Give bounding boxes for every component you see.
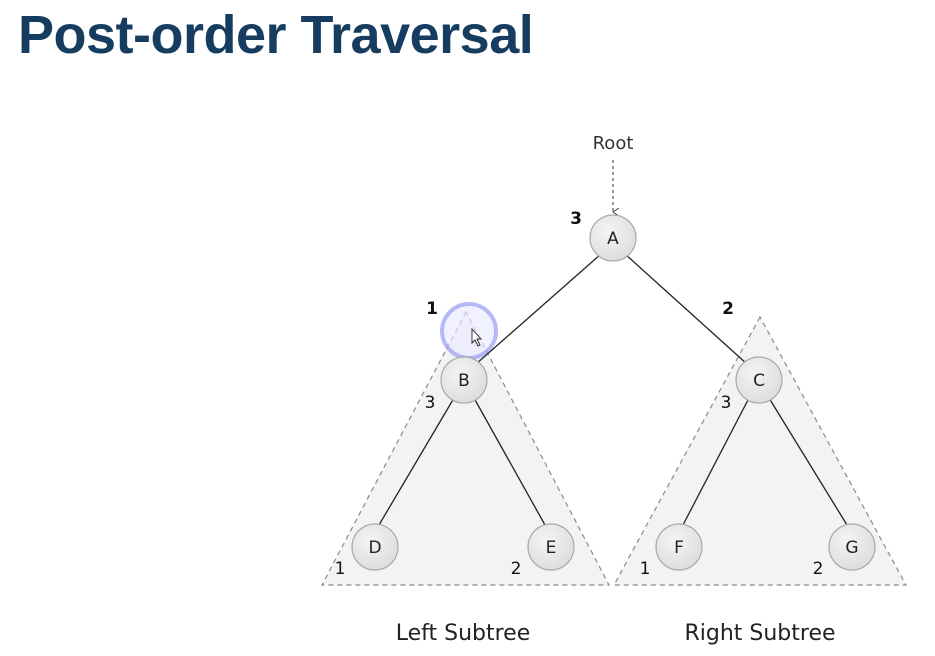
node-f-label: F bbox=[674, 538, 684, 558]
order-number-g: 2 bbox=[813, 559, 824, 579]
node-a-label: A bbox=[607, 229, 619, 249]
node-b-label: B bbox=[458, 371, 470, 391]
edge-a-c bbox=[624, 253, 748, 365]
left-subtree-triangle bbox=[321, 310, 610, 586]
order-number-b: 3 bbox=[425, 393, 436, 413]
mouse-pointer-icon bbox=[471, 327, 483, 347]
node-d-label: D bbox=[368, 538, 381, 558]
edge-b-e bbox=[473, 397, 546, 526]
slide-title: Post-order Traversal bbox=[18, 5, 534, 65]
node-c-label: C bbox=[753, 371, 765, 391]
edge-b-d bbox=[378, 397, 455, 526]
order-number-e: 2 bbox=[511, 559, 522, 579]
node-b: B bbox=[440, 356, 488, 404]
order-number-d: 1 bbox=[335, 559, 346, 579]
node-d: D bbox=[351, 523, 399, 571]
node-a: A bbox=[589, 214, 637, 262]
order-number-right-subtree: 2 bbox=[722, 299, 734, 319]
root-label: Root bbox=[593, 133, 634, 154]
node-f: F bbox=[655, 523, 703, 571]
edge-c-g bbox=[768, 397, 848, 526]
node-e: E bbox=[527, 523, 575, 571]
edge-a-b bbox=[475, 253, 602, 365]
order-number-c: 3 bbox=[721, 393, 732, 413]
node-e-label: E bbox=[546, 538, 557, 558]
node-g: G bbox=[828, 523, 876, 571]
order-number-left-subtree: 1 bbox=[426, 299, 438, 319]
cursor-highlight bbox=[440, 302, 498, 360]
edge-c-f bbox=[682, 397, 750, 526]
right-subtree-label: Right Subtree bbox=[684, 621, 835, 646]
order-number-f: 1 bbox=[640, 559, 651, 579]
node-c: C bbox=[735, 356, 783, 404]
order-number-a: 3 bbox=[570, 209, 582, 229]
node-g-label: G bbox=[845, 538, 858, 558]
left-subtree-label: Left Subtree bbox=[396, 621, 531, 646]
